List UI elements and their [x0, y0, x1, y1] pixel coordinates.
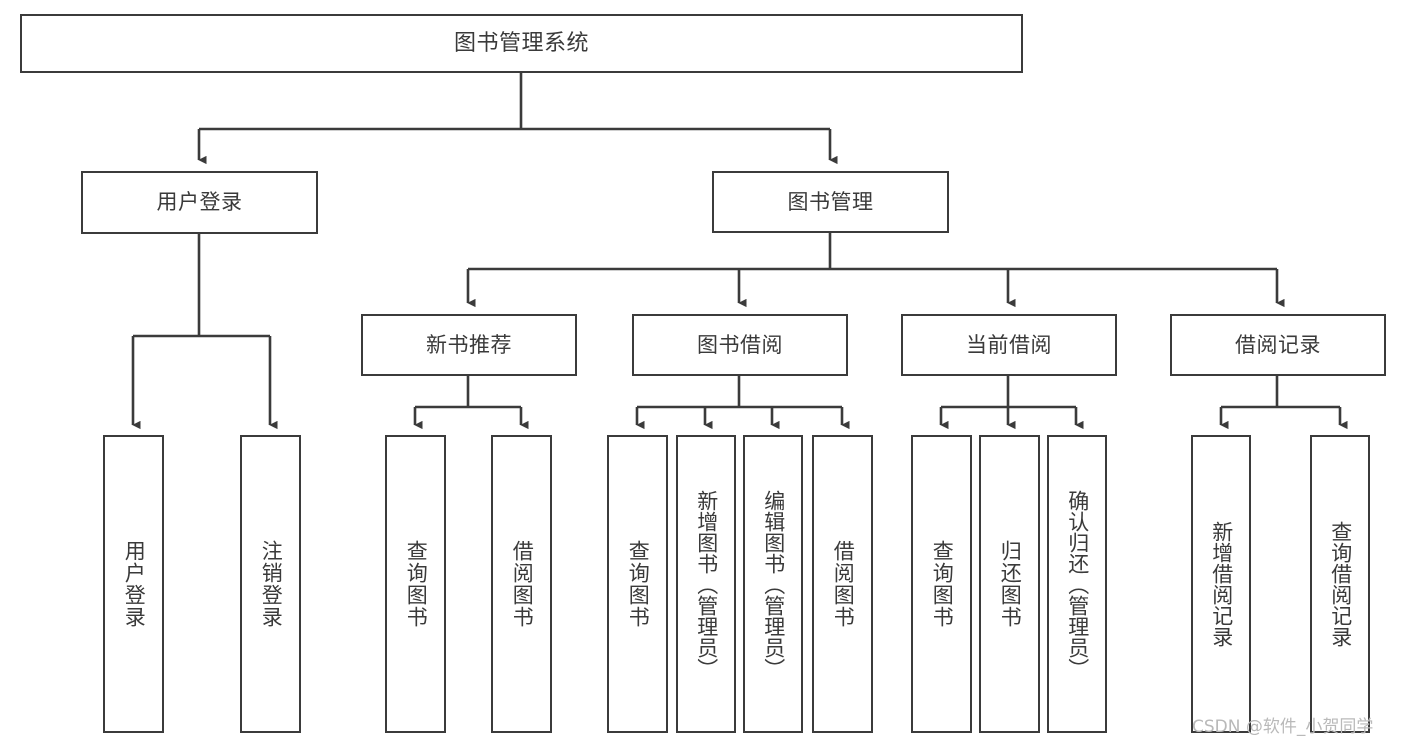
leaf-book-borrow-query-book[interactable]: 查询图书 [607, 435, 668, 733]
leaf-book-borrow-edit-book[interactable]: 编辑图书（管理员） [743, 435, 803, 733]
node-user-login[interactable]: 用户登录 [81, 171, 318, 234]
leaf-current-borrow-confirm-return[interactable]: 确认归还（管理员） [1047, 435, 1107, 733]
leaf-current-borrow-query-book[interactable]: 查询图书 [911, 435, 972, 733]
node-label: 借阅图书 [831, 540, 856, 628]
node-label: 用户登录 [156, 190, 243, 215]
leaf-new-book-borrow-book[interactable]: 借阅图书 [491, 435, 552, 733]
node-label: 归还图书 [998, 540, 1023, 628]
node-book-management[interactable]: 图书管理 [712, 171, 949, 233]
node-label: 新书推荐 [426, 332, 512, 357]
leaf-borrow-record-query-record[interactable]: 查询借阅记录 [1310, 435, 1370, 733]
node-label: 查询图书 [626, 540, 651, 628]
watermark-text: CSDN @软件_小贺同学 [1192, 717, 1374, 737]
leaf-new-book-query-book[interactable]: 查询图书 [385, 435, 446, 733]
leaf-current-borrow-return-book[interactable]: 归还图书 [979, 435, 1040, 733]
leaf-book-borrow-add-book[interactable]: 新增图书（管理员） [676, 435, 736, 733]
leaf-user-login-logout[interactable]: 注销登录 [240, 435, 301, 733]
node-label: 图书管理系统 [453, 30, 589, 56]
node-root-book-management-system[interactable]: 图书管理系统 [20, 14, 1023, 73]
leaf-user-login-login[interactable]: 用户登录 [103, 435, 164, 733]
node-label: 查询图书 [404, 540, 429, 628]
node-book-borrow[interactable]: 图书借阅 [632, 314, 848, 376]
node-label: 新增图书（管理员） [694, 489, 719, 679]
node-label: 图书借阅 [697, 332, 783, 357]
node-borrow-record[interactable]: 借阅记录 [1170, 314, 1386, 376]
node-label: 用户登录 [122, 540, 147, 628]
node-new-book-recommend[interactable]: 新书推荐 [361, 314, 577, 376]
node-label: 当前借阅 [966, 332, 1052, 357]
leaf-borrow-record-add-record[interactable]: 新增借阅记录 [1191, 435, 1251, 733]
node-label: 借阅图书 [510, 540, 535, 628]
node-current-borrow[interactable]: 当前借阅 [901, 314, 1117, 376]
leaf-book-borrow-borrow-book[interactable]: 借阅图书 [812, 435, 873, 733]
node-label: 注销登录 [259, 540, 284, 628]
node-label: 查询借阅记录 [1328, 521, 1353, 647]
node-label: 查询图书 [930, 540, 955, 628]
node-label: 图书管理 [787, 189, 874, 214]
node-label: 新增借阅记录 [1209, 521, 1234, 647]
node-label: 借阅记录 [1235, 332, 1321, 357]
node-label: 确认归还（管理员） [1065, 489, 1090, 679]
node-label: 编辑图书（管理员） [761, 489, 786, 679]
